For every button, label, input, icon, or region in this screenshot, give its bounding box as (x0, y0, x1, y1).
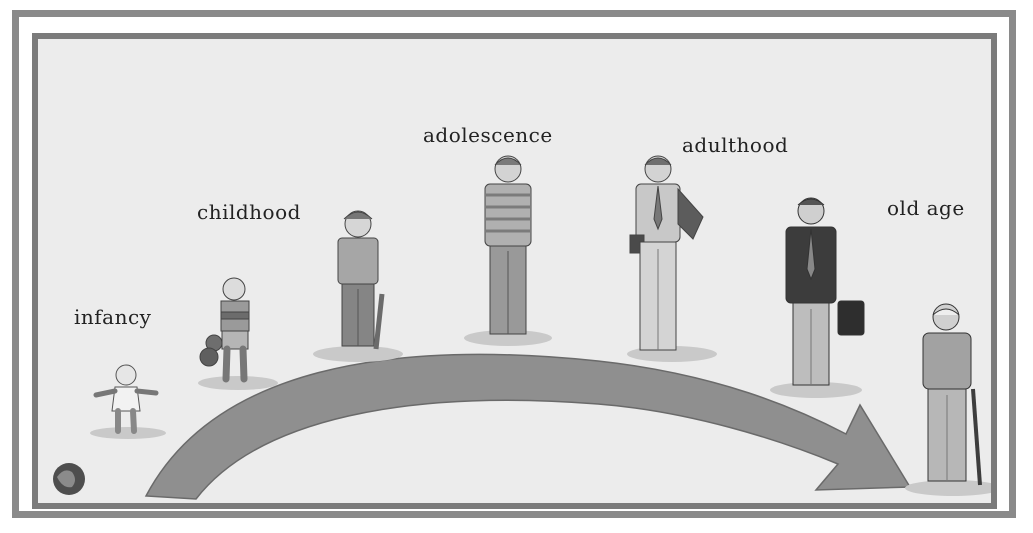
young-adult-figure (630, 156, 703, 350)
elderly-figure (923, 304, 980, 485)
older-child-figure (338, 211, 382, 349)
diagram-canvas: infancy childhood adolescence adulthood … (32, 33, 997, 509)
stage-label-old-age: old age (887, 196, 965, 220)
child-figure (200, 278, 249, 379)
globe-icon (53, 463, 85, 495)
stage-label-infancy: infancy (74, 305, 151, 329)
baby-figure (96, 365, 156, 431)
stage-label-adulthood: adulthood (682, 133, 788, 157)
stage-label-adolescence: adolescence (423, 123, 553, 147)
teen-figure (485, 156, 531, 334)
life-cycle-illustration (38, 39, 991, 503)
stage-label-childhood: childhood (197, 200, 301, 224)
adult-figure (786, 198, 864, 385)
